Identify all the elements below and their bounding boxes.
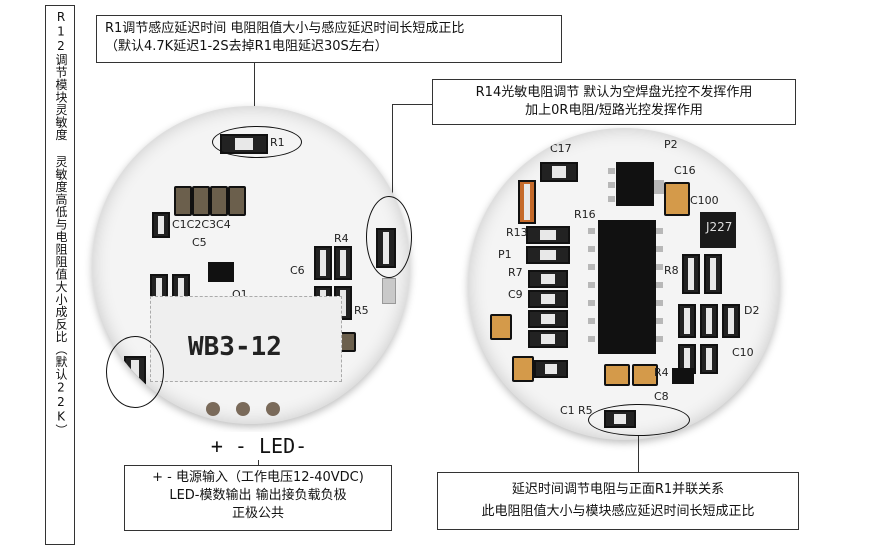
model-label: WB3-12 bbox=[188, 332, 282, 362]
r4b-resistor bbox=[334, 246, 352, 280]
r13-resistor bbox=[526, 226, 570, 244]
j227-silk: J227 bbox=[706, 220, 733, 234]
c10-silk: C10 bbox=[732, 346, 754, 359]
r-right-3 bbox=[722, 304, 740, 338]
r-right-2 bbox=[700, 304, 718, 338]
left-res-5 bbox=[534, 360, 568, 378]
power-annotation-line2: LED-模数输出 输出接负载负极 bbox=[169, 488, 347, 503]
p1-silk: P1 bbox=[498, 248, 512, 261]
r13-silk: R13 bbox=[506, 226, 528, 239]
q1-transistor bbox=[208, 262, 234, 282]
r8-resistor bbox=[682, 254, 700, 294]
c4-capacitor bbox=[228, 186, 246, 216]
c16-silk: C16 bbox=[674, 164, 696, 177]
left-cap-2 bbox=[512, 356, 534, 382]
r2-resistor bbox=[150, 274, 168, 300]
c8-cap-right bbox=[604, 364, 630, 386]
c3-capacitor bbox=[210, 186, 228, 216]
bottom-transistor bbox=[672, 368, 694, 384]
r5-silk-right: R5 bbox=[578, 404, 593, 417]
r9-part bbox=[528, 290, 568, 308]
r-right-1 bbox=[678, 304, 696, 338]
d2-silk: D2 bbox=[744, 304, 760, 317]
r14-annotation-box: R14光敏电阻调节 默认为空焊盘光控不发挥作用 加上0R电阻/短路光控发挥作用 bbox=[432, 79, 796, 125]
r1-annotation-line1: R1调节感应延迟时间 电阻阻值大小与感应延迟时间长短成正比 bbox=[105, 21, 465, 36]
r1-highlight-ellipse bbox=[212, 126, 302, 158]
main-ic-chip bbox=[598, 220, 656, 354]
r4-resistor bbox=[314, 246, 332, 280]
power-leader-line bbox=[258, 460, 259, 465]
delay-annotation-line2: 此电阻阻值大小与模块感应延迟时间长短成正比 bbox=[481, 504, 755, 519]
pin-minus[interactable] bbox=[236, 402, 250, 416]
r7-silk: R7 bbox=[508, 266, 523, 279]
r5-silk: R5 bbox=[354, 304, 369, 317]
sensor-window bbox=[150, 296, 342, 382]
c9-part bbox=[528, 270, 568, 288]
left-cap-1 bbox=[490, 314, 512, 340]
pins-label: + - LED- bbox=[210, 434, 308, 458]
p1-pad bbox=[382, 278, 396, 304]
r16-silk: R16 bbox=[574, 208, 596, 221]
power-annotation-line3: 正极公共 bbox=[231, 506, 284, 521]
r1-leader-line bbox=[254, 63, 255, 128]
c8b-cap-right bbox=[632, 364, 658, 386]
pin-led[interactable] bbox=[266, 402, 280, 416]
r14-annotation-line2: 加上0R电阻/短路光控发挥作用 bbox=[525, 103, 703, 118]
power-annotation-box: + - 电源输入（工作电压12-40VDC) LED-模数输出 输出接负载负极 … bbox=[124, 465, 392, 531]
c100-capacitor bbox=[664, 182, 690, 216]
r14-leader-h bbox=[392, 104, 432, 105]
c11-resistor bbox=[704, 254, 722, 294]
r4-silk-right: R4 bbox=[654, 366, 669, 379]
r4-silk: R4 bbox=[334, 232, 349, 245]
r-right-4 bbox=[678, 344, 696, 374]
c1-c4-silk: C1C2C3C4 bbox=[172, 218, 231, 231]
c1-capacitor bbox=[174, 186, 192, 216]
r12-highlight-ellipse bbox=[106, 336, 164, 408]
r1-annotation-box: R1调节感应延迟时间 电阻阻值大小与感应延迟时间长短成正比 （默认4.7K延迟1… bbox=[96, 15, 562, 63]
delay-annotation-box: 延迟时间调节电阻与正面R1并联关系 此电阻阻值大小与模块感应延迟时间长短成正比 bbox=[437, 472, 799, 530]
j227-inductor bbox=[700, 212, 736, 248]
regulator-chip bbox=[616, 162, 654, 206]
r14-highlight-ellipse bbox=[366, 196, 412, 278]
c6-silk: C6 bbox=[290, 264, 305, 277]
r-right-5 bbox=[700, 344, 718, 374]
c17-silk: C17 bbox=[550, 142, 572, 155]
r14-leader-v bbox=[392, 104, 393, 204]
pin-plus[interactable] bbox=[206, 402, 220, 416]
c2-capacitor bbox=[192, 186, 210, 216]
r14-annotation-line1: R14光敏电阻调节 默认为空焊盘光控不发挥作用 bbox=[475, 85, 753, 100]
c17-part bbox=[540, 162, 578, 182]
c100-silk: C100 bbox=[690, 194, 719, 207]
power-annotation-line1: + - 电源输入（工作电压12-40VDC) bbox=[152, 470, 364, 485]
c5-part bbox=[152, 212, 170, 238]
r1-annotation-line2: （默认4.7K延迟1-2S去掉R1电阻延迟30S左右） bbox=[105, 39, 388, 54]
left-res-3 bbox=[528, 310, 568, 328]
r10-resistor bbox=[526, 246, 570, 264]
r8-silk: R8 bbox=[664, 264, 679, 277]
r12-annotation-box: R12调节模块灵敏度 灵敏度高低与电阻阻值大小成反比（默认22K） bbox=[45, 5, 75, 545]
right-pcb-board: C17 P2 C16 C100 J227 R16 R13 P1 R7 C9 C1… bbox=[468, 128, 780, 440]
c1-silk-right: C1 bbox=[560, 404, 575, 417]
r12-annotation-text: R12调节模块灵敏度 灵敏度高低与电阻阻值大小成反比（默认22K） bbox=[54, 10, 68, 437]
c8-silk-right: C8 bbox=[654, 390, 669, 403]
d1-diode bbox=[518, 180, 536, 224]
pins-label-box: + - LED- bbox=[203, 432, 315, 460]
delay-leader-line bbox=[638, 436, 639, 472]
r5-highlight-ellipse bbox=[588, 404, 690, 436]
c9-silk: C9 bbox=[508, 288, 523, 301]
left-res-4 bbox=[528, 330, 568, 348]
delay-annotation-line1: 延迟时间调节电阻与正面R1并联关系 bbox=[511, 482, 725, 497]
c5-silk: C5 bbox=[192, 236, 207, 249]
p2-silk: P2 bbox=[664, 138, 678, 151]
